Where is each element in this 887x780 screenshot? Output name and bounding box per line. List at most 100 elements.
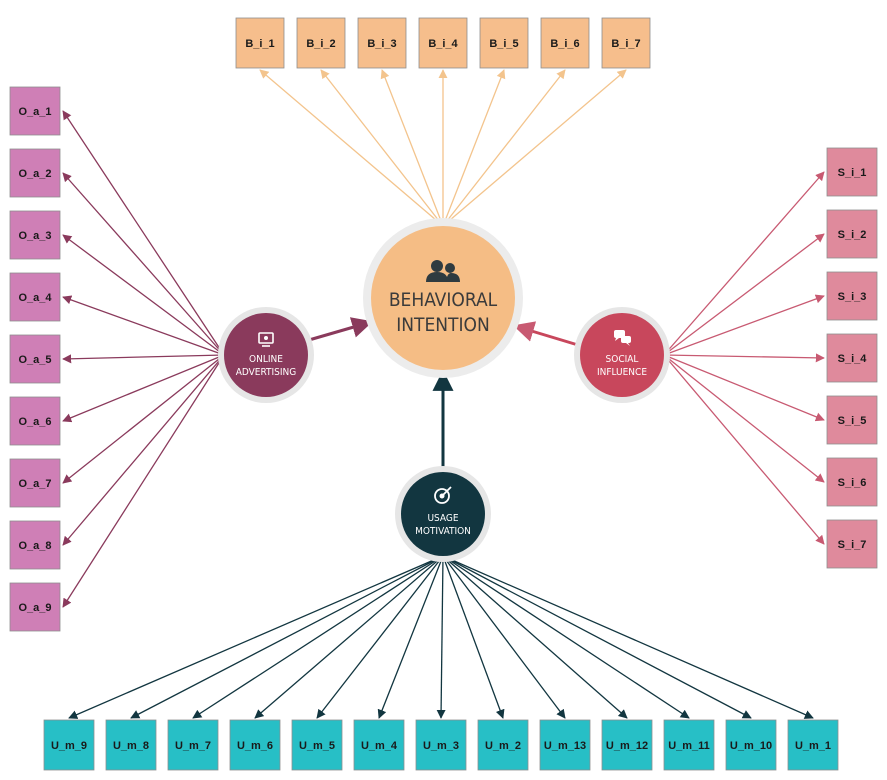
indicator-label: B_i_5 <box>489 38 518 50</box>
social-influence-label-line2: INFLUENCE <box>597 367 647 378</box>
edge-um-8 <box>442 555 505 719</box>
indicator-label: B_i_2 <box>306 38 335 50</box>
indicator-label: S_i_1 <box>838 167 867 179</box>
edge-si-6 <box>663 354 825 483</box>
indicator-box-u-m-5: U_m_5 <box>291 719 343 771</box>
indicator-label: B_i_3 <box>367 38 396 50</box>
indicator-label: U_m_13 <box>544 740 586 752</box>
edge-oa-1 <box>62 110 225 356</box>
edge-si-1 <box>663 171 825 356</box>
usage-motivation-label-line1: USAGE <box>427 513 458 524</box>
indicator-box-rect <box>826 457 878 507</box>
indicator-box-s-i-7: S_i_7 <box>826 519 878 569</box>
indicator-box-rect <box>9 396 61 446</box>
indicator-box-o-a-9: O_a_9 <box>9 582 61 632</box>
indicator-box-u-m-10: U_m_10 <box>725 719 777 771</box>
indicator-label: O_a_6 <box>18 416 51 428</box>
indicator-label: U_m_11 <box>668 740 710 752</box>
behavioral-intention-circle <box>371 226 515 370</box>
edge-um-3 <box>192 555 444 719</box>
indicator-label: U_m_2 <box>485 740 521 752</box>
edge-um-13 <box>442 555 814 719</box>
indicator-box-rect <box>9 148 61 198</box>
edge-um-1 <box>68 555 444 719</box>
indicator-box-rect <box>9 520 61 570</box>
online-advertising-label-line1: ONLINE <box>249 354 283 365</box>
indicator-label: U_m_3 <box>423 740 459 752</box>
edge-um-9 <box>442 555 566 719</box>
indicator-label: U_m_1 <box>795 740 831 752</box>
edge-oa-8 <box>62 354 225 546</box>
indicator-label: U_m_5 <box>299 740 335 752</box>
behavioral-intention-label-line1: BEHAVIORAL <box>389 289 498 311</box>
indicator-box-o-a-3: O_a_3 <box>9 210 61 260</box>
indicator-box-u-m-11: U_m_11 <box>663 719 715 771</box>
monitor-icon <box>258 332 274 347</box>
indicator-box-rect <box>787 719 839 771</box>
indicator-box-b-i-5: B_i_5 <box>479 17 529 69</box>
indicator-label: O_a_5 <box>18 354 51 366</box>
indicator-box-o-a-4: O_a_4 <box>9 272 61 322</box>
social-influence-node: SOCIAL INFLUENCE <box>574 307 670 403</box>
edge-um-10 <box>442 555 628 719</box>
edge-um-6 <box>377 555 444 719</box>
edge-bi-3 <box>380 69 444 227</box>
indicator-box-b-i-3: B_i_3 <box>357 17 407 69</box>
indicator-box-rect <box>477 719 529 771</box>
indicator-label: S_i_3 <box>838 291 867 303</box>
indicator-box-rect <box>826 147 878 197</box>
edge-bi-5 <box>442 69 506 227</box>
edge-si-2 <box>663 233 825 356</box>
indicator-box-b-i-4: B_i_4 <box>418 17 468 69</box>
indicator-label: O_a_1 <box>18 106 51 118</box>
indicator-box-s-i-5: S_i_5 <box>826 395 878 445</box>
indicator-box-rect <box>826 209 878 259</box>
indicator-box-rect <box>415 719 467 771</box>
edge-um-2 <box>130 555 444 719</box>
indicator-box-rect <box>539 719 591 771</box>
edge-oa-4 <box>62 295 225 356</box>
indicator-label: S_i_2 <box>838 229 867 241</box>
behavioral-intention-node: BEHAVIORAL INTENTION <box>363 218 523 378</box>
indicator-box-rect <box>826 271 878 321</box>
chat-icon <box>614 330 631 346</box>
indicator-box-rect <box>105 719 157 771</box>
edge-bi-2 <box>320 69 444 227</box>
indicator-box-rect <box>235 17 285 69</box>
indicator-label: S_i_5 <box>838 415 867 427</box>
indicator-box-o-a-7: O_a_7 <box>9 458 61 508</box>
edge-oa-9 <box>62 354 225 608</box>
indicator-box-s-i-6: S_i_6 <box>826 457 878 507</box>
social-influence-label-line1: SOCIAL <box>606 354 639 365</box>
indicator-box-u-m-13: U_m_13 <box>539 719 591 771</box>
indicator-box-rect <box>357 17 407 69</box>
indicator-box-rect <box>9 272 61 322</box>
indicator-box-rect <box>291 719 343 771</box>
edge-um-12 <box>442 555 752 719</box>
indicator-box-rect <box>826 333 878 383</box>
indicator-box-u-m-3: U_m_3 <box>415 719 467 771</box>
indicator-box-o-a-6: O_a_6 <box>9 396 61 446</box>
indicator-label: U_m_8 <box>113 740 149 752</box>
edge-um-4 <box>254 555 444 719</box>
indicator-box-b-i-6: B_i_6 <box>540 17 590 69</box>
indicator-box-o-a-2: O_a_2 <box>9 148 61 198</box>
indicator-box-rect <box>9 334 61 384</box>
indicator-label: O_a_4 <box>18 292 52 304</box>
indicator-box-u-m-4: U_m_4 <box>353 719 405 771</box>
indicator-box-s-i-1: S_i_1 <box>826 147 878 197</box>
indicator-box-rect <box>725 719 777 771</box>
indicator-label: O_a_9 <box>18 602 51 614</box>
indicator-box-b-i-2: B_i_2 <box>296 17 346 69</box>
indicator-label: B_i_1 <box>245 38 274 50</box>
edge-oa-2 <box>62 172 225 356</box>
indicator-label: U_m_6 <box>237 740 273 752</box>
indicator-box-rect <box>663 719 715 771</box>
online-advertising-label-line2: ADVERTISING <box>236 367 297 378</box>
edge-si-4 <box>663 353 825 363</box>
edge-um-11 <box>442 555 690 719</box>
edge-si-7 <box>663 354 825 545</box>
